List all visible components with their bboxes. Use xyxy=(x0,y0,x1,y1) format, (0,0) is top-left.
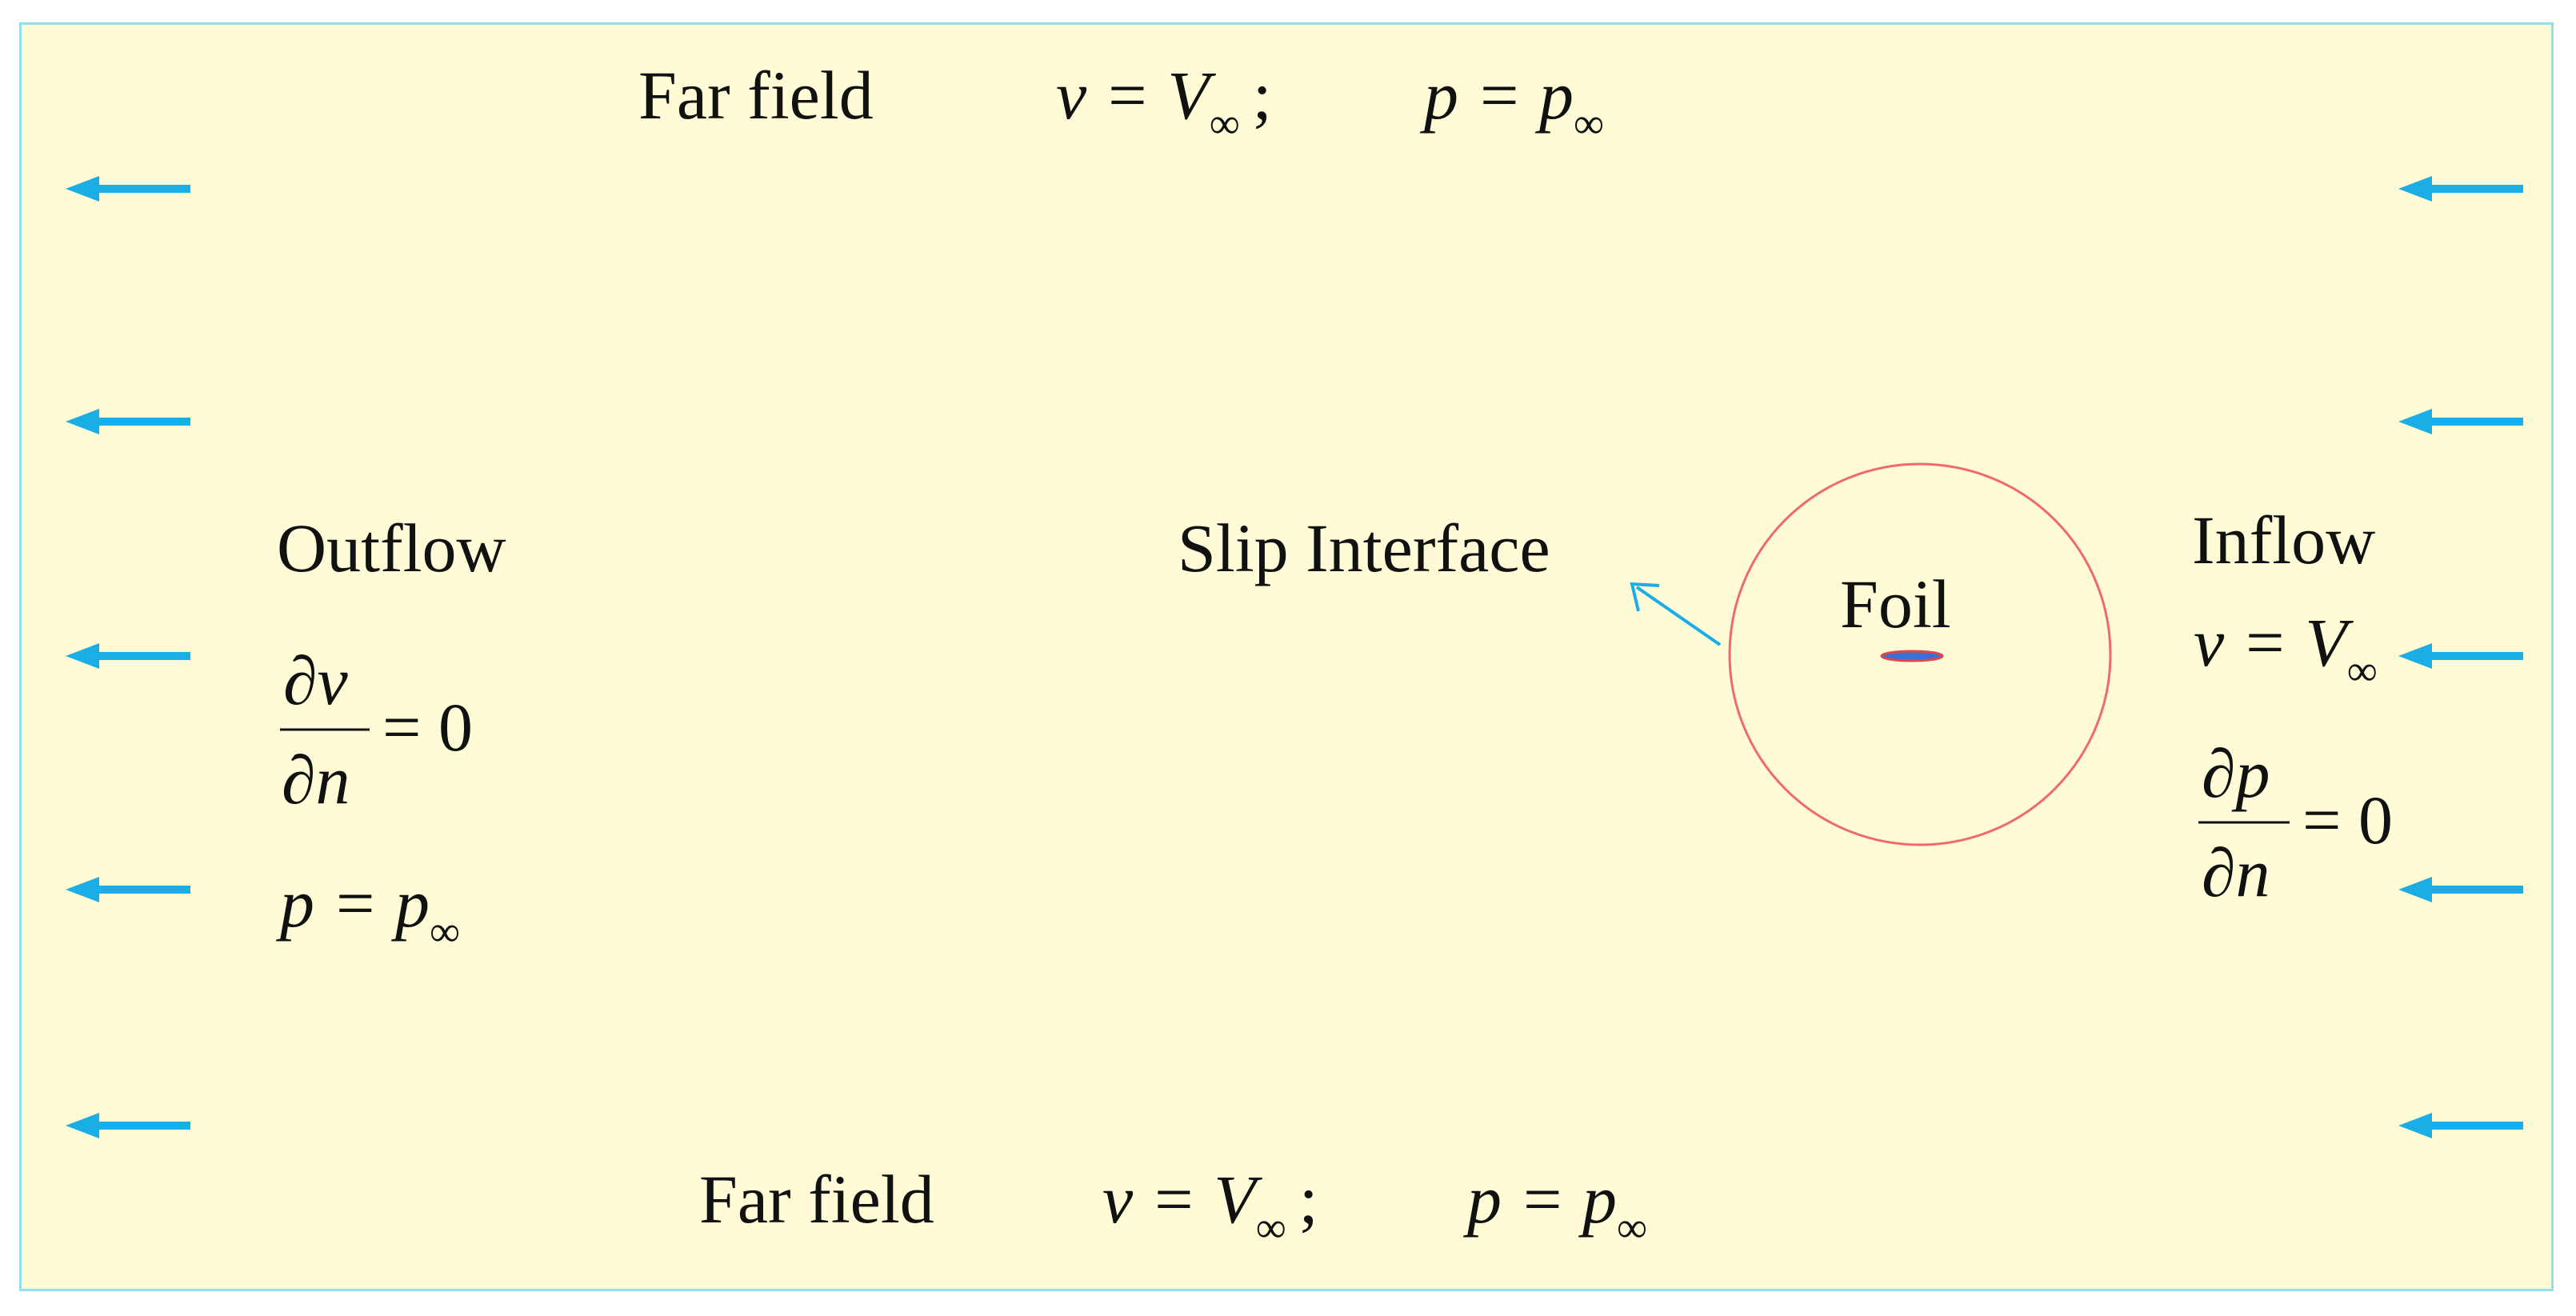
flow-arrow-left-2 xyxy=(66,409,190,434)
bottom-far-field-velocity-equation: v = V∞; xyxy=(1102,1165,1318,1249)
outflow-fraction-numerator: ∂v xyxy=(283,642,348,719)
slip-interface-label: Slip Interface xyxy=(1178,510,1550,586)
outflow-eq-p-text: p = p xyxy=(280,865,430,942)
inflow-fraction-denominator: ∂n xyxy=(2202,834,2270,911)
inflow-label: Inflow xyxy=(2192,502,2376,578)
bottom-eq-separator: ; xyxy=(1298,1161,1318,1238)
top-far-field-pressure-equation: p = p∞ xyxy=(1424,61,1604,145)
outflow-fraction-rhs: = 0 xyxy=(382,689,474,766)
outflow-arrows xyxy=(66,176,190,1138)
flow-arrow-right-5 xyxy=(2398,1113,2523,1138)
flow-arrow-right-3 xyxy=(2398,643,2523,669)
bottom-eq-v-text: v = V xyxy=(1102,1161,1256,1238)
outflow-eq-p-subscript: ∞ xyxy=(430,906,461,955)
inflow-fraction-rhs: = 0 xyxy=(2302,782,2394,858)
outflow-label: Outflow xyxy=(277,510,506,586)
inflow-arrows xyxy=(2398,176,2523,1138)
slip-interface-circle xyxy=(1728,462,2112,846)
inflow-velocity-equation: v = V∞ xyxy=(2194,608,2378,692)
inflow-fraction-numerator: ∂p xyxy=(2202,735,2270,812)
bottom-eq-p-text: p = p xyxy=(1467,1161,1618,1238)
slip-interface-pointer-arrow xyxy=(1630,582,1722,646)
bottom-far-field-pressure-equation: p = p∞ xyxy=(1467,1165,1647,1249)
bottom-eq-p-subscript: ∞ xyxy=(1617,1202,1648,1251)
top-eq-p-subscript: ∞ xyxy=(1574,98,1605,147)
top-eq-v-text: v = V xyxy=(1056,57,1210,134)
outflow-pressure-equation: p = p∞ xyxy=(280,869,460,953)
top-far-field-label: Far field xyxy=(638,57,874,134)
top-eq-separator: ; xyxy=(1252,57,1272,134)
bottom-far-field-label: Far field xyxy=(699,1161,934,1238)
flow-arrow-left-1 xyxy=(66,176,190,202)
flow-arrow-left-5 xyxy=(66,1113,190,1138)
foil-shape xyxy=(1880,650,1944,662)
inflow-eq-v-text: v = V xyxy=(2194,604,2347,681)
top-far-field-velocity-equation: v = V∞; xyxy=(1056,61,1272,145)
top-eq-v-subscript: ∞ xyxy=(1209,98,1240,147)
flow-arrow-left-3 xyxy=(66,643,190,669)
flow-domain xyxy=(19,22,2554,1291)
flow-arrow-left-4 xyxy=(66,877,190,902)
foil-label: Foil xyxy=(1840,566,1951,642)
flow-arrow-right-2 xyxy=(2398,409,2523,434)
outflow-fraction-denominator: ∂n xyxy=(282,742,350,818)
inflow-eq-v-subscript: ∞ xyxy=(2346,646,2378,694)
bottom-eq-v-subscript: ∞ xyxy=(1255,1202,1286,1251)
flow-arrow-right-4 xyxy=(2398,877,2523,902)
top-eq-p-text: p = p xyxy=(1424,57,1574,134)
flow-arrow-right-1 xyxy=(2398,176,2523,202)
